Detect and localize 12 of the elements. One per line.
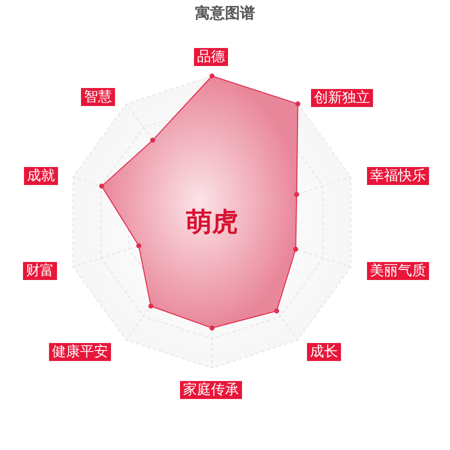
axis-label: 家庭传承 (180, 381, 242, 399)
chart-title: 寓意图谱 (194, 4, 256, 23)
axis-label: 成长 (307, 343, 341, 361)
axis-label: 财富 (23, 262, 57, 280)
axis-label: 品德 (194, 48, 228, 66)
center-name: 萌虎 (186, 206, 238, 240)
axis-label: 智慧 (81, 88, 115, 106)
axis-label: 成就 (24, 167, 58, 185)
axis-label: 幸福快乐 (367, 167, 429, 185)
axis-label: 健康平安 (49, 343, 111, 361)
axis-label: 创新独立 (311, 89, 373, 107)
axis-label: 美丽气质 (367, 262, 429, 280)
